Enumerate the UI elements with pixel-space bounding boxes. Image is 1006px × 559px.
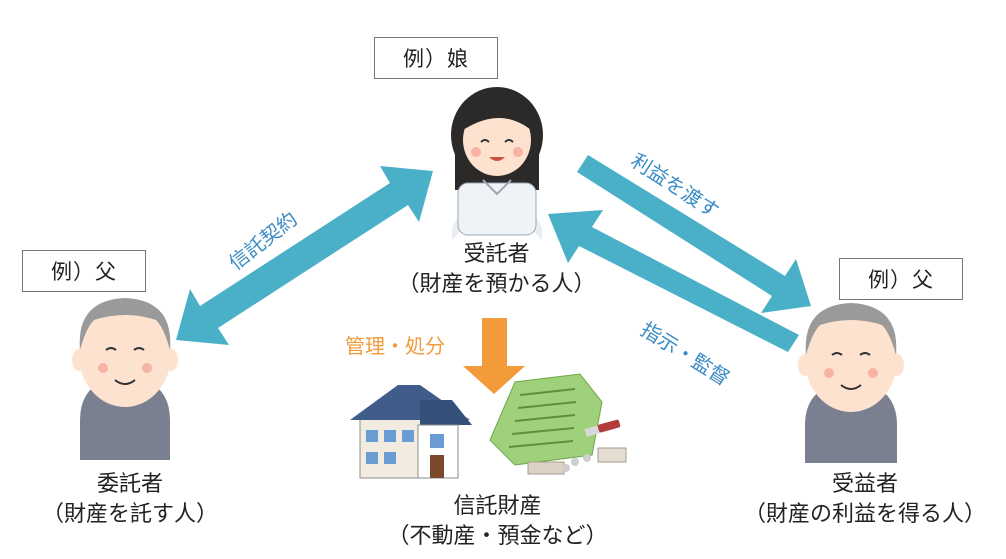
settlor-desc: （財産を託す人） (41, 502, 218, 527)
beneficiary-example-box: 例）父 (839, 258, 963, 300)
settlor-role: 委託者 (96, 472, 163, 497)
benefit-arrow (577, 155, 811, 313)
daughter-icon (451, 87, 543, 240)
bankbook-icon (489, 373, 627, 475)
beneficiary-role: 受益者 (831, 472, 898, 497)
father-settlor-icon (72, 298, 178, 460)
settlor-label: 委託者 （財産を託す人） (20, 470, 240, 530)
father-beneficiary-icon (798, 303, 904, 463)
trustee-desc: （財産を預かる人） (397, 272, 596, 297)
trustee-label: 受託者 （財産を預かる人） (374, 240, 619, 300)
settlor-example-box: 例）父 (22, 250, 146, 292)
trust-contract-arrow (176, 166, 433, 345)
beneficiary-desc: （財産の利益を得る人） (743, 502, 986, 527)
beneficiary-label: 受益者 （財産の利益を得る人） (728, 470, 1002, 530)
manage-label: 管理・処分 (345, 334, 445, 358)
instruction-arrow (548, 210, 799, 352)
property-desc: （不動産・預金など） (387, 524, 608, 549)
trustee-example-box: 例）娘 (374, 37, 498, 79)
manage-arrow (463, 318, 525, 394)
trustee-role: 受託者 (463, 242, 530, 267)
house-icon (350, 385, 472, 479)
property-role: 信託財産 (453, 494, 542, 519)
property-label: 信託財産 （不動産・預金など） (375, 492, 620, 552)
